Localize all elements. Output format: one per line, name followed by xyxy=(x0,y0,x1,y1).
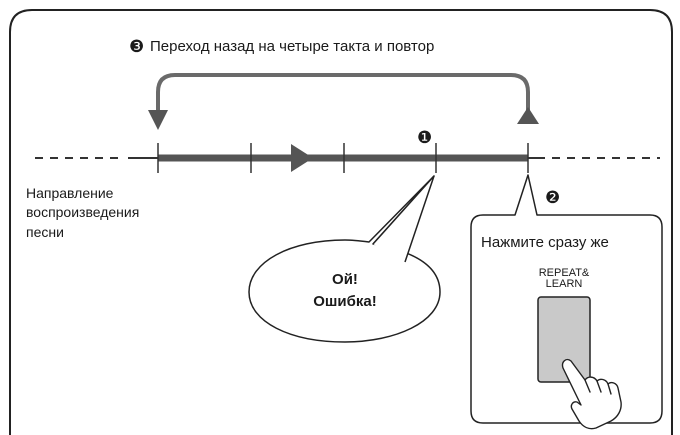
bubble-line2: Ошибка! xyxy=(313,293,377,310)
direction-label-line1: Направление xyxy=(26,185,114,201)
loop-arrow-head-down-icon xyxy=(148,110,168,130)
play-direction-arrow-icon xyxy=(291,144,313,172)
bubble-tail-fill xyxy=(371,246,404,262)
pointing-hand-icon xyxy=(561,358,622,430)
direction-label-line2: воспроизведения xyxy=(26,204,139,220)
step3-number: ❸ xyxy=(129,37,144,56)
repeat-learn-label-line1: REPEAT& xyxy=(539,267,590,279)
outer-frame xyxy=(9,9,673,435)
marker2-number: ❷ xyxy=(545,188,560,207)
step3-text: Переход назад на четыре такта и повтор xyxy=(150,38,434,55)
speech-bubble-tail xyxy=(372,175,435,263)
repeat-learn-button[interactable] xyxy=(537,296,591,383)
loop-arrow-head-up-icon xyxy=(517,107,539,124)
direction-label-line3: песни xyxy=(26,224,64,240)
bubble-line1: Ой! xyxy=(332,271,358,288)
callout-title: Нажмите сразу же xyxy=(481,234,609,251)
repeat-learn-label-line2: LEARN xyxy=(546,278,583,290)
marker1-number: ❶ xyxy=(417,128,432,147)
loop-back-path xyxy=(156,73,530,113)
speech-bubble xyxy=(248,175,441,343)
